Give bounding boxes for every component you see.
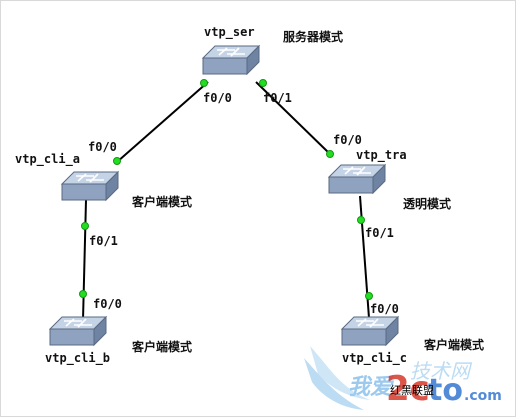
node-label-vtp-cli-a: vtp_cli_a — [15, 152, 81, 166]
port-label-cli-a-f0-1: f0/1 — [89, 234, 118, 248]
link-ser-cli-a — [116, 81, 209, 163]
link-endpoint-dot — [113, 157, 121, 165]
mode-label-vtp-ser: 服务器模式 — [283, 30, 344, 44]
node-label-vtp-ser: vtp_ser — [204, 25, 255, 39]
node-label-vtp-cli-b: vtp_cli_b — [45, 351, 111, 365]
svg-text:2c: 2c — [386, 369, 430, 409]
link-ser-tra — [255, 81, 331, 155]
port-label-ser-f0-1: f0/1 — [263, 91, 292, 105]
switch-icon — [48, 315, 108, 347]
node-label-vtp-cli-c: vtp_cli_c — [342, 351, 408, 365]
switch-icon — [340, 315, 400, 347]
link-endpoint-dot — [326, 150, 334, 158]
mode-label-vtp-cli-a: 客户端模式 — [132, 195, 193, 209]
link-cli-a-cli-b — [82, 199, 87, 321]
port-label-tra-f0-1: f0/1 — [365, 226, 394, 240]
link-endpoint-dot — [79, 290, 87, 298]
svg-text:我爱: 我爱 — [348, 375, 395, 400]
mode-label-vtp-tra: 透明模式 — [403, 197, 452, 211]
switch-icon — [201, 44, 261, 76]
port-label-cli-a-f0-0: f0/0 — [88, 140, 117, 154]
link-endpoint-dot — [357, 216, 365, 224]
watermark-text: 红黑联盟 — [390, 384, 434, 397]
mode-label-vtp-cli-b: 客户端模式 — [132, 340, 193, 354]
switch-icon — [327, 163, 387, 195]
svg-text:to: to — [428, 373, 463, 408]
link-endpoint-dot — [81, 222, 89, 230]
mode-label-vtp-cli-c: 客户端模式 — [424, 338, 485, 352]
switch-icon — [60, 170, 120, 202]
link-endpoint-dot — [365, 292, 373, 300]
link-endpoint-dot — [259, 79, 267, 87]
watermark-logo: 我爱 2c to .com 技术网 — [304, 346, 502, 410]
link-endpoint-dot — [200, 79, 208, 87]
svg-text:.com: .com — [464, 388, 502, 404]
port-label-cli-c-f0-0: f0/0 — [370, 302, 399, 316]
node-label-vtp-tra: vtp_tra — [356, 148, 407, 162]
svg-text:技术网: 技术网 — [410, 359, 473, 383]
port-label-cli-b-f0-0: f0/0 — [93, 297, 122, 311]
port-label-ser-f0-0: f0/0 — [203, 91, 232, 105]
port-label-tra-f0-0: f0/0 — [333, 133, 362, 147]
